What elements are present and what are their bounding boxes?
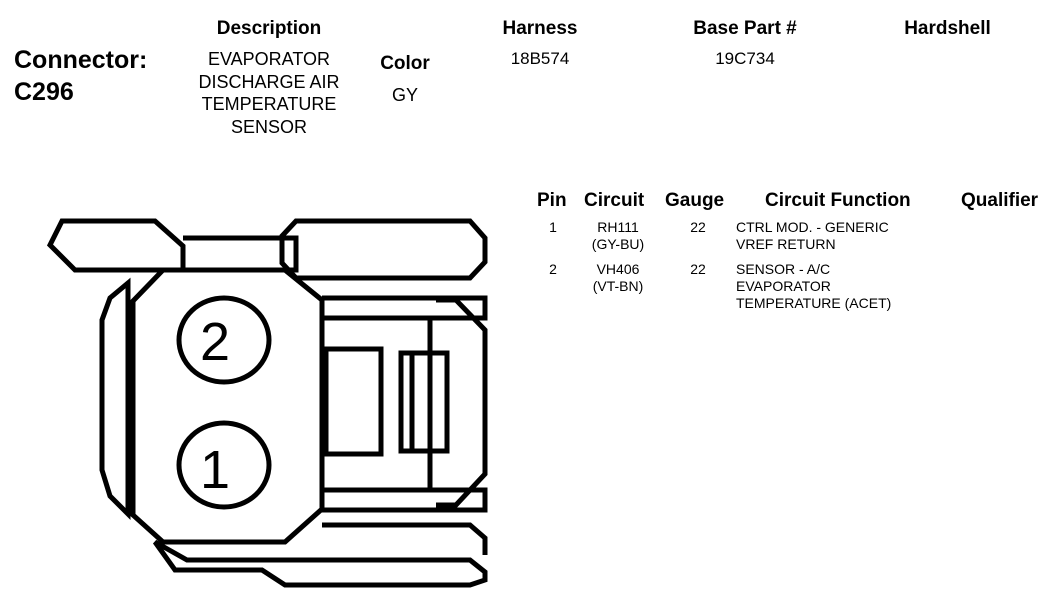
pin-cavity-1	[176, 420, 272, 510]
pin-2-label: 2	[200, 312, 230, 372]
description-line: DISCHARGE AIR	[198, 71, 340, 92]
description-header: Description	[216, 18, 322, 39]
bottom-lower-bracket	[322, 522, 488, 555]
connector-body	[130, 267, 325, 545]
color-value: GY	[391, 85, 418, 105]
pin-number: 2	[549, 261, 557, 277]
harness-value: 18B574	[510, 49, 570, 68]
top-latch	[183, 235, 299, 273]
circuit-column-header: Circuit	[584, 190, 645, 211]
circuit-id: RH111	[597, 219, 639, 235]
gauge-column-header: Gauge	[665, 190, 725, 211]
right-top-tab	[279, 218, 488, 281]
harness-header: Harness	[502, 18, 578, 39]
locking-tab	[398, 350, 450, 454]
circuit-function-column-header: Circuit Function	[765, 190, 911, 211]
color-header: Color	[380, 53, 430, 74]
right-lower-bracket	[322, 487, 488, 513]
right-upper-bracket	[322, 295, 488, 321]
pin-1-label: 1	[200, 440, 230, 500]
polarizing-key	[323, 346, 384, 457]
description-line: TEMPERATURE	[201, 94, 337, 114]
base-part-header: Base Part #	[693, 18, 797, 39]
circuit-function-line: TEMPERATURE (ACET)	[736, 295, 892, 311]
circuit-wire-color: (GY-BU)	[591, 236, 645, 252]
circuit-id: VH406	[596, 261, 640, 277]
circuit-wire-color: (VT-BN)	[592, 278, 644, 294]
circuit-function-line: CTRL MOD. - GENERIC	[736, 219, 889, 235]
bottom-tab	[152, 539, 488, 588]
left-top-tab	[46, 218, 186, 273]
wire-gauge: 22	[690, 219, 706, 235]
pin-number: 1	[549, 219, 557, 235]
connector-label-line1: Connector:	[14, 46, 148, 74]
description-line: SENSOR	[230, 116, 308, 137]
connector-label: Connector: C296	[14, 44, 147, 108]
circuit-function-line: VREF RETURN	[736, 236, 836, 252]
right-rounded-tab	[436, 297, 488, 508]
connector-id: C296	[14, 78, 74, 106]
circuit-function-line: SENSOR - A/C	[736, 261, 831, 277]
description-value: EVAPORATOR DISCHARGE AIR TEMPERATURE SEN…	[172, 48, 366, 138]
circuit-function-line: EVAPORATOR	[736, 278, 831, 294]
pin-column-header: Pin	[537, 190, 567, 211]
qualifier-column-header: Qualifier	[961, 190, 1039, 211]
base-part-value: 19C734	[715, 49, 775, 68]
pin-cavity-2	[176, 295, 272, 385]
wire-gauge: 22	[690, 261, 706, 277]
left-side-slot	[99, 277, 131, 521]
description-line: EVAPORATOR	[207, 49, 331, 69]
hardshell-header: Hardshell	[904, 18, 991, 39]
